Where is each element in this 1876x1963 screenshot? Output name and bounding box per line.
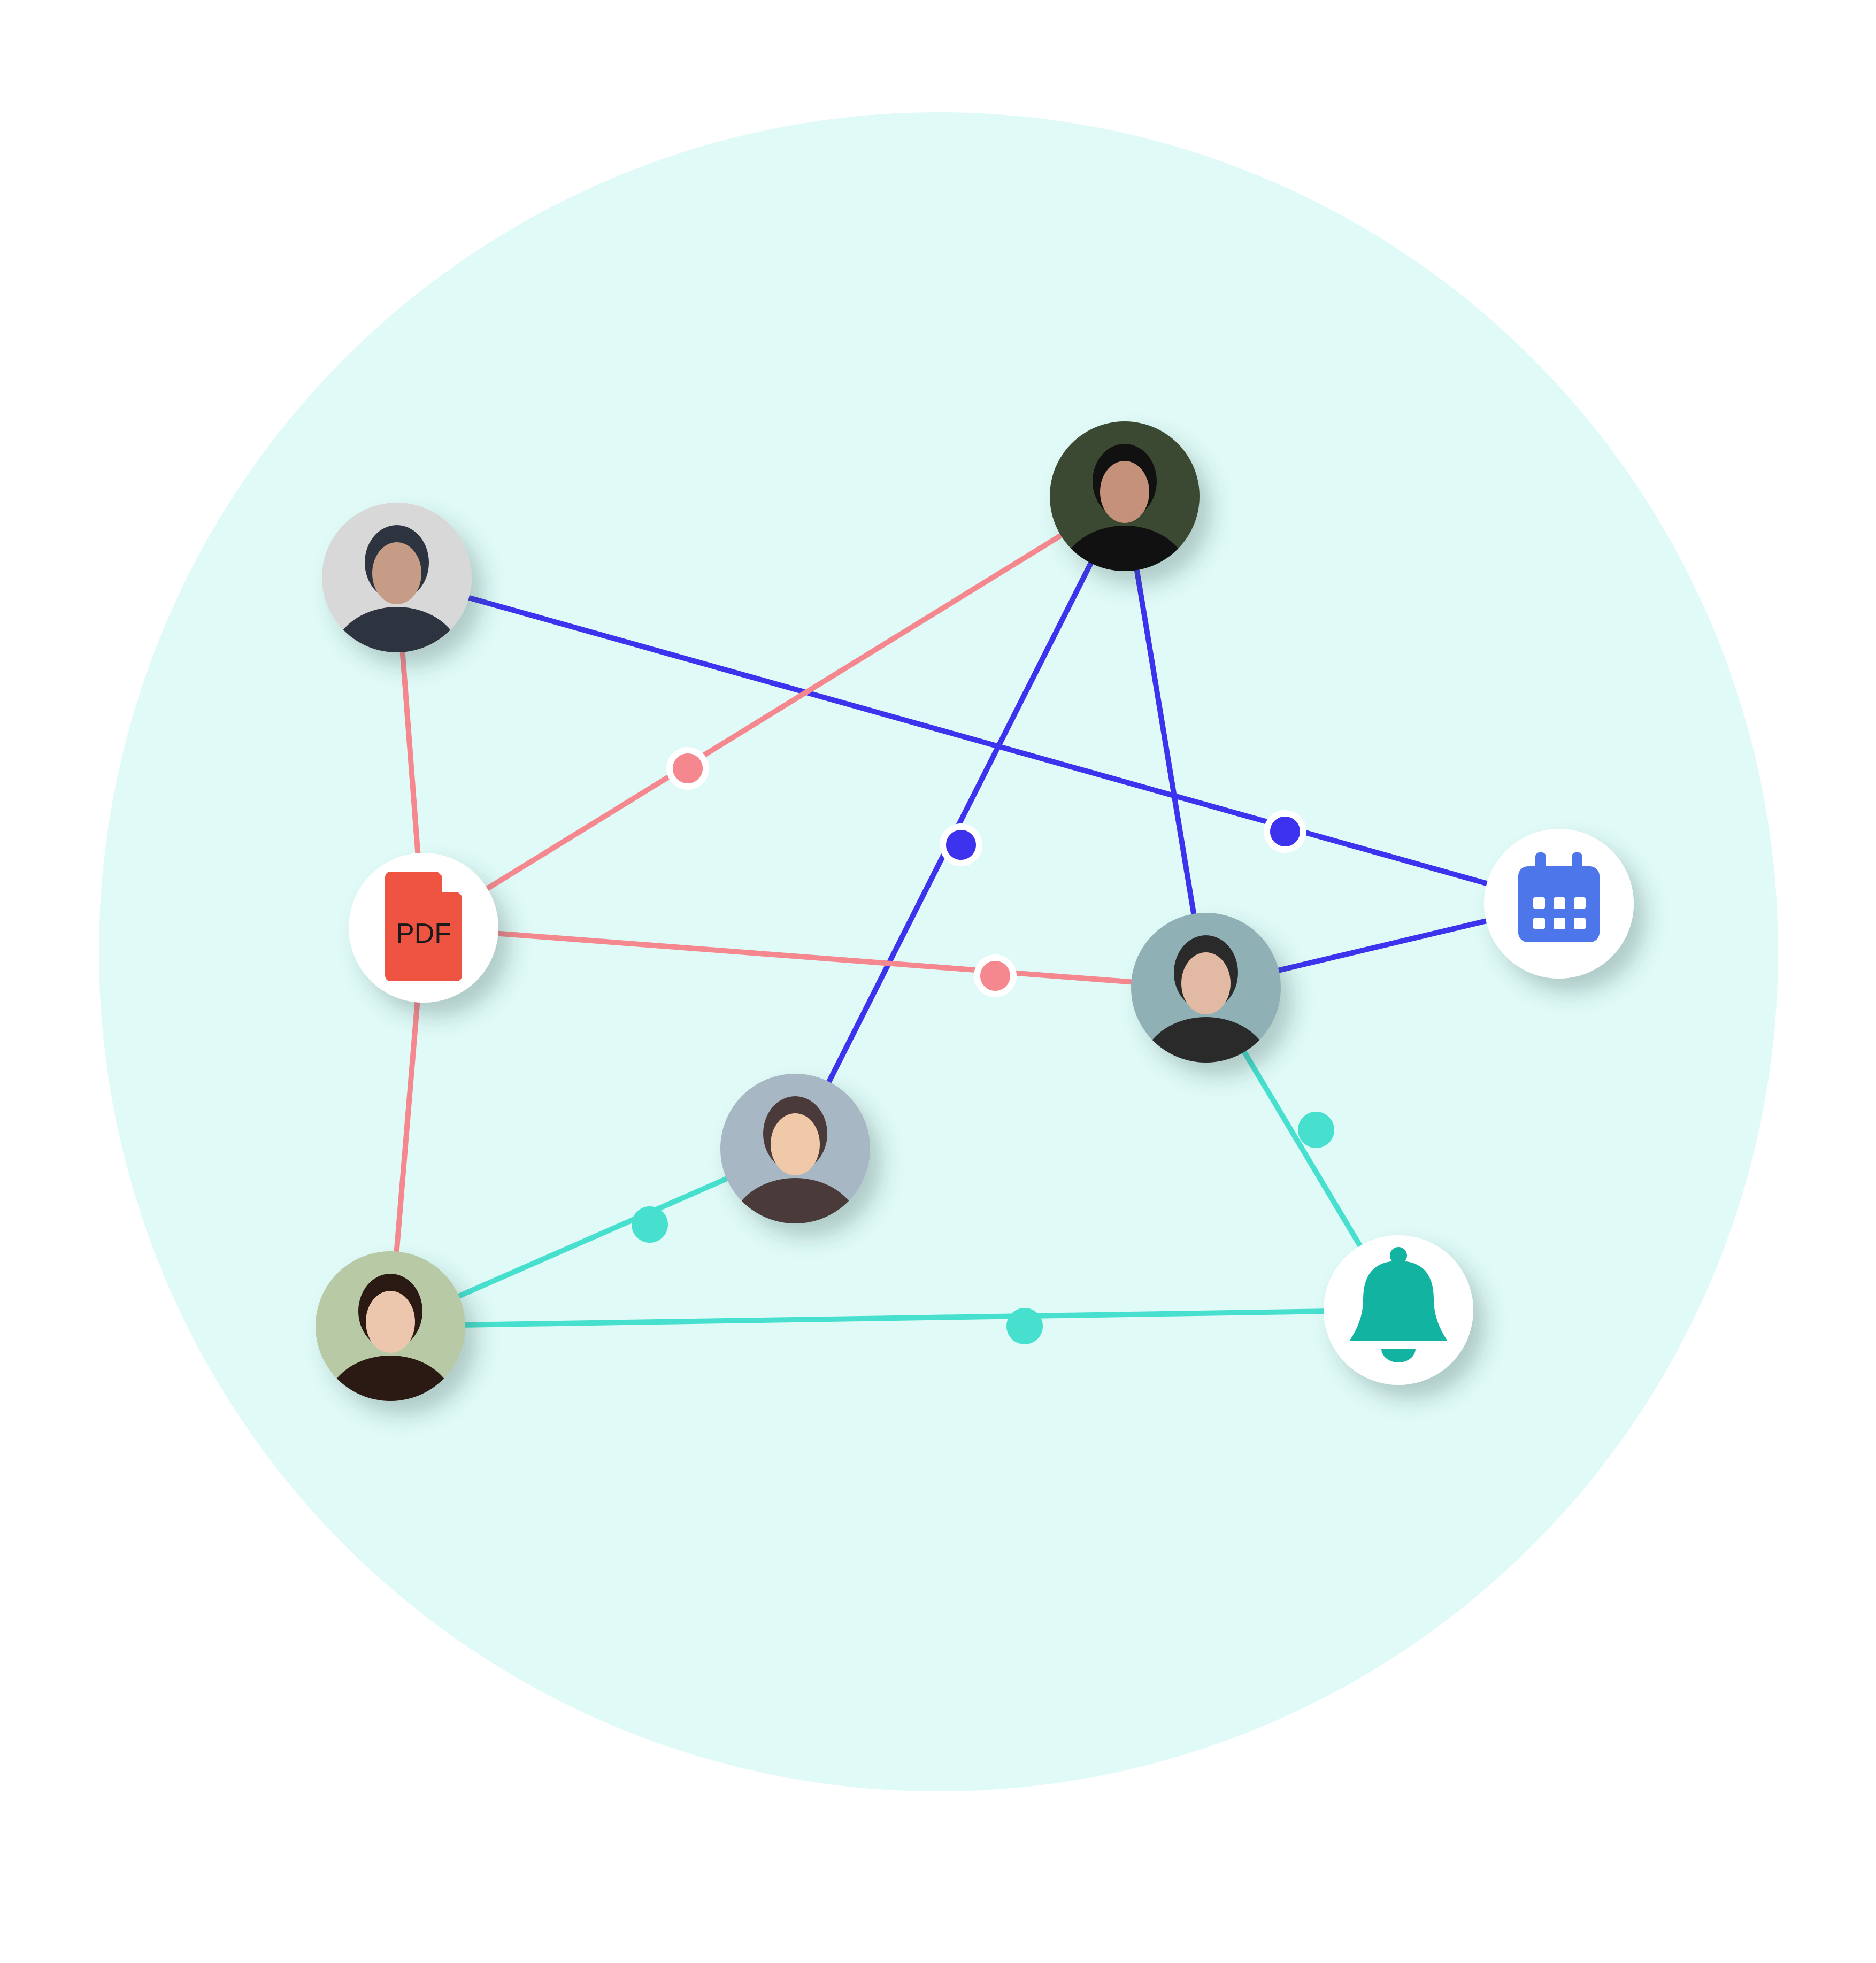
edge-dot-glasses-woman-to-bell bbox=[1298, 1112, 1334, 1148]
avatar-bearded-man-icon bbox=[1060, 444, 1189, 571]
edge-bearded-man-to-beanie-woman bbox=[793, 494, 1127, 1151]
avatar-bald-man-icon bbox=[333, 525, 461, 652]
bell-icon bbox=[1349, 1247, 1448, 1362]
pdf-file-icon bbox=[385, 871, 463, 981]
node-bearded-man[interactable] bbox=[1050, 421, 1200, 627]
edge-dot-smiling-woman-to-bell bbox=[1006, 1308, 1043, 1344]
pdf-label: PDF bbox=[396, 918, 451, 949]
node-glasses-woman[interactable] bbox=[1131, 913, 1281, 1119]
edge-bearded-man-to-glasses-woman bbox=[1122, 494, 1209, 990]
node-beanie-woman[interactable] bbox=[720, 1074, 870, 1280]
edge-dots-layer bbox=[632, 747, 1334, 1344]
avatar-woman-with-glasses-icon bbox=[1142, 935, 1270, 1063]
edge-pdf-to-glasses-woman bbox=[421, 925, 1209, 990]
edge-dot-smiling-woman-to-beanie-woman bbox=[632, 1206, 668, 1243]
edge-dot-pdf-to-glasses-woman bbox=[974, 954, 1017, 997]
calendar-icon bbox=[1518, 852, 1600, 942]
avatar-smiling-woman-icon bbox=[326, 1274, 455, 1401]
edge-smiling-woman-to-bell bbox=[388, 1307, 1401, 1329]
edge-dot-bald-man-to-calendar bbox=[1264, 810, 1306, 853]
edge-bald-man-to-calendar bbox=[394, 575, 1562, 906]
node-smiling-woman[interactable] bbox=[316, 1251, 465, 1457]
edge-bearded-man-to-pdf bbox=[421, 494, 1127, 930]
nodes-layer bbox=[316, 421, 1634, 1457]
avatar-woman-in-beanie-icon bbox=[731, 1096, 859, 1223]
node-bald-man[interactable] bbox=[322, 503, 472, 709]
edge-dot-bearded-man-to-beanie-woman bbox=[940, 823, 982, 866]
edge-dot-bearded-man-to-pdf bbox=[666, 747, 709, 790]
